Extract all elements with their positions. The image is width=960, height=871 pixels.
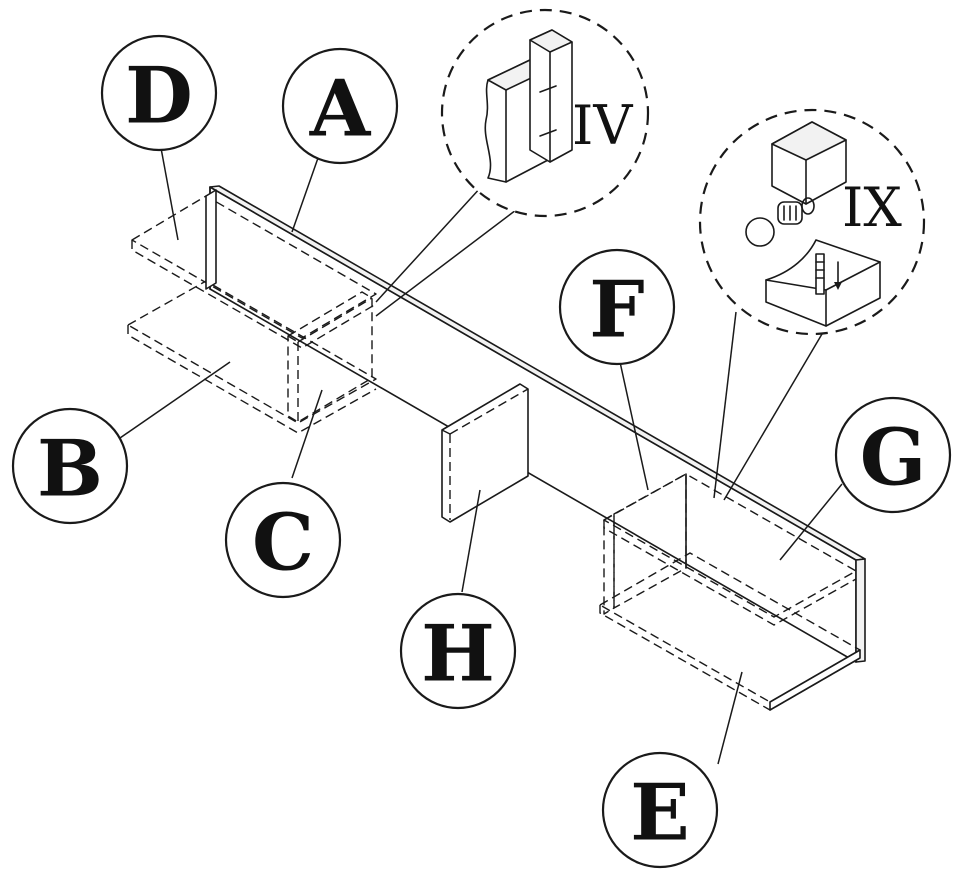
detail-ix-label: IX — [842, 176, 902, 239]
callout-a-label: A — [309, 64, 372, 155]
shelf-g — [603, 473, 857, 626]
callout-h: H — [399, 592, 517, 710]
callout-b: B — [11, 407, 129, 525]
shelf-d — [131, 195, 377, 349]
callout-b-label: B — [37, 424, 103, 515]
callout-e-label: E — [630, 768, 689, 859]
callout-d: D — [100, 34, 218, 152]
divider-h — [441, 383, 529, 523]
detail-iv: IV — [440, 8, 650, 218]
callout-a: A — [281, 47, 399, 165]
left-upright — [205, 189, 217, 290]
callout-g-label: G — [860, 413, 927, 504]
divider-c — [287, 291, 373, 423]
shelf-e — [599, 552, 861, 711]
shelf-b — [127, 280, 377, 434]
detail-iv-label: IV — [572, 94, 633, 157]
callout-f-label: F — [589, 265, 644, 356]
callout-h-label: H — [421, 609, 495, 700]
callout-d-label: D — [125, 51, 193, 142]
callout-c-label: C — [252, 498, 314, 589]
callout-c: C — [224, 481, 342, 599]
callout-g: G — [834, 396, 952, 514]
callout-e: E — [601, 751, 719, 869]
leader-lines — [119, 147, 843, 765]
side-panel-f — [603, 473, 687, 615]
callout-f: F — [558, 248, 676, 366]
detail-ix: IX — [698, 108, 926, 336]
